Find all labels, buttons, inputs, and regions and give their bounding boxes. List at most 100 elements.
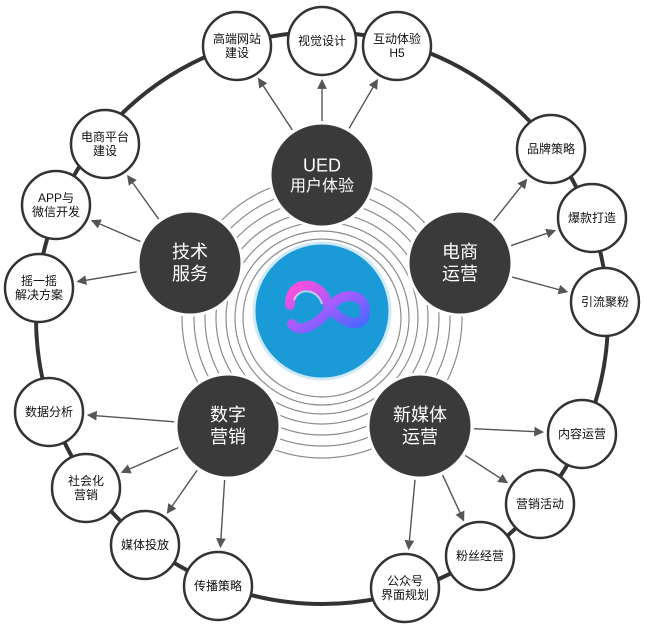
leaf-circle-analysis xyxy=(13,376,85,448)
connector-layer xyxy=(76,77,569,551)
hub-circle-ued xyxy=(268,121,376,229)
leaf-node-content: 内容运营 xyxy=(546,398,618,470)
leaf-node-fans: 粉丝经营 xyxy=(444,520,516,592)
hub-label-tech-line-1: 服务 xyxy=(172,264,208,284)
hub-circle-digital xyxy=(174,372,282,480)
arrow-tech-to-eplat xyxy=(127,174,160,220)
leaf-label-eplat-line-0: 电商平台 xyxy=(81,129,129,144)
leaf-circle-h5 xyxy=(361,10,433,82)
leaf-node-brand: 品牌策略 xyxy=(515,113,587,185)
arrow-digital-to-spread xyxy=(216,479,226,549)
leaf-label-brand-line-0: 品牌策略 xyxy=(527,141,575,156)
arrow-digital-to-media xyxy=(166,469,198,514)
leaf-circle-brand xyxy=(515,113,587,185)
hub-label-tech-line-0: 技术 xyxy=(172,242,208,262)
leaf-circle-event xyxy=(504,468,576,540)
hub-label-ued-line-1: 用户体验 xyxy=(290,177,354,195)
hub-circle-tech xyxy=(136,209,244,317)
leaf-label-media-line-0: 媒体投放 xyxy=(121,537,169,552)
leaf-node-hot: 爆款打造 xyxy=(556,182,628,254)
leaf-circle-web xyxy=(201,10,273,82)
leaf-label-eplat-line-1: 建设 xyxy=(93,144,117,158)
leaf-node-traffic: 引流聚粉 xyxy=(569,266,641,338)
leaf-label-web-line-1: 建设 xyxy=(225,46,249,60)
infinity-logo-icon xyxy=(252,241,392,381)
leaf-circle-official xyxy=(369,552,441,624)
leaf-label-official-line-0: 公众号 xyxy=(387,574,423,588)
hub-circle-newmedia xyxy=(366,372,474,480)
arrow-digital-to-social xyxy=(120,446,179,474)
leaf-node-analysis: 数据分析 xyxy=(13,376,85,448)
leaf-label-web-line-0: 高端网站 xyxy=(213,31,261,46)
leaf-circle-shake xyxy=(3,252,75,324)
arrow-newmedia-to-fans xyxy=(441,474,465,522)
leaf-label-h5-line-1: H5 xyxy=(389,46,405,60)
arrow-ecommerce-to-traffic xyxy=(511,276,569,295)
leaf-label-app-line-1: 微信开发 xyxy=(32,204,80,219)
leaf-circle-fans xyxy=(444,520,516,592)
leaf-label-content-line-0: 内容运营 xyxy=(558,426,606,441)
leaf-label-event-line-0: 营销活动 xyxy=(516,497,564,511)
leaf-label-social-line-0: 社会化 xyxy=(68,473,104,488)
hub-circle-ecommerce xyxy=(406,209,514,317)
leaf-circle-visual xyxy=(286,5,358,77)
leaf-label-hot-line-0: 爆款打造 xyxy=(568,211,616,225)
hub-label-newmedia-line-0: 新媒体 xyxy=(393,405,447,425)
leaf-circle-content xyxy=(546,398,618,470)
hub-label-ecommerce-line-1: 运营 xyxy=(442,264,478,284)
leaf-label-h5-line-0: 互动体验 xyxy=(373,31,421,46)
leaf-node-event: 营销活动 xyxy=(504,468,576,540)
leaf-circle-traffic xyxy=(569,266,641,338)
leaf-label-fans-line-0: 粉丝经营 xyxy=(456,549,504,563)
arrow-tech-to-app xyxy=(90,219,141,243)
leaf-circle-hot xyxy=(556,182,628,254)
arrow-newmedia-to-content xyxy=(473,426,545,437)
leaf-label-visual-line-0: 视觉设计 xyxy=(298,33,346,48)
leaf-circle-app xyxy=(20,169,92,241)
leaf-circle-spread xyxy=(182,550,254,622)
leaf-circle-social xyxy=(50,452,122,524)
leaf-label-shake-line-0: 摇一摇 xyxy=(21,274,57,288)
arrow-digital-to-analysis xyxy=(86,410,175,423)
hub-node-ued: UED 用户体验 xyxy=(268,121,376,229)
leaf-label-shake-line-1: 解决方案 xyxy=(15,287,63,302)
arrow-ued-to-web xyxy=(257,77,293,131)
leaf-label-social-line-1: 营销 xyxy=(74,488,98,502)
hub-label-ued-line-0: UED xyxy=(303,155,341,175)
leaf-node-spread: 传播策略 xyxy=(182,550,254,622)
leaf-node-visual: 视觉设计 xyxy=(286,5,358,77)
hub-label-digital-line-1: 营销 xyxy=(210,427,246,447)
leaf-circle-media xyxy=(109,509,181,581)
leaf-circle-eplat xyxy=(69,108,141,180)
leaf-label-spread-line-0: 传播策略 xyxy=(194,578,242,593)
leaf-node-media: 媒体投放 xyxy=(109,509,181,581)
leaf-layer: 高端网站建设视觉设计互动体验H5品牌策略爆款打造引流聚粉内容运营营销活动粉丝经营… xyxy=(3,5,641,624)
hub-label-ecommerce-line-0: 电商 xyxy=(442,242,478,262)
leaf-label-analysis-line-0: 数据分析 xyxy=(25,404,73,419)
arrow-newmedia-to-event xyxy=(464,454,509,484)
hub-label-newmedia-line-1: 运营 xyxy=(402,427,438,447)
leaf-label-official-line-1: 界面规划 xyxy=(381,587,429,602)
arrow-ecommerce-to-brand xyxy=(493,178,528,222)
arrow-ecommerce-to-hot xyxy=(510,228,557,247)
hub-label-digital-line-0: 数字 xyxy=(210,405,246,425)
arrow-newmedia-to-official xyxy=(404,479,416,551)
leaf-label-app-line-0: APP与 xyxy=(38,191,74,205)
leaf-label-traffic-line-0: 引流聚粉 xyxy=(581,295,629,309)
arrow-ued-to-h5 xyxy=(348,78,379,129)
arrow-tech-to-shake xyxy=(76,271,137,286)
